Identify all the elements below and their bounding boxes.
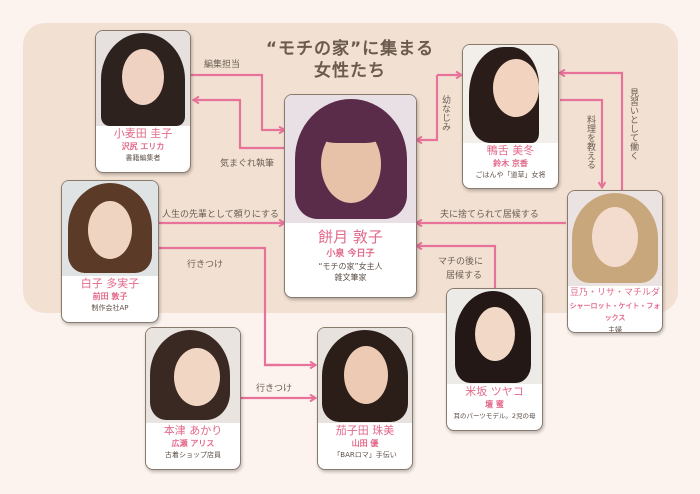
character-desc: 主婦 [608, 326, 622, 333]
character-desc: “モチの家”女主人 [318, 262, 383, 271]
character-desc: 「BARロマ」手伝い [333, 451, 397, 459]
actor-name: 壇 蜜 [485, 400, 504, 409]
relation-label-kimagure: 気まぐれ執筆 [220, 159, 275, 169]
relation-label-otto: 夫に捨てられて居候する [440, 210, 539, 220]
character-card-yonesaka[interactable]: 米坂 ツヤコ 壇 蜜 耳のパーツモデル。2児の母 [446, 288, 543, 431]
role-name: 米坂 ツヤコ [465, 385, 524, 398]
relation-label-minarai: 見習いとして働く [628, 88, 638, 160]
character-desc: 雑文筆家 [334, 273, 367, 282]
relation-label-henshu: 編集担当 [204, 60, 241, 70]
character-desc: 耳のパーツモデル。2児の母 [453, 412, 536, 420]
character-desc: ごはんや「道草」女将 [475, 171, 546, 179]
role-name: 豆乃・リサ・マチルダ [569, 288, 660, 298]
character-desc: 制作会社AP [91, 304, 129, 312]
character-card-nasuda[interactable]: 茄子田 珠美 山田 優 「BARロマ」手伝い [317, 327, 413, 470]
relation-label-ikitsuke-1: 行きつけ [187, 260, 224, 270]
character-card-mochizuki[interactable]: 餅月 敦子 小泉 今日子 “モチの家”女主人 雑文筆家 [284, 94, 417, 298]
role-name: 茄子田 珠美 [335, 424, 395, 437]
character-card-shirako[interactable]: 白子 多実子 前田 敦子 制作会社AP [61, 180, 159, 323]
character-card-komugida[interactable]: 小麦田 圭子 沢尻 エリカ 書籍編集者 [95, 30, 191, 173]
role-name: 小麦田 圭子 [113, 127, 173, 140]
character-desc: 古着ショップ店員 [165, 451, 221, 459]
diagram-title: “モチの家”に集まる 女性たち [265, 39, 435, 81]
actor-name: 広瀬 アリス [171, 439, 215, 448]
character-card-kamonoshita[interactable]: 鴨舌 美冬 鈴木 京香 ごはんや「道草」女将 [462, 44, 559, 189]
portrait-photo [146, 328, 240, 423]
relation-label-ryouri: 料理を教える [585, 115, 595, 169]
character-card-motsu[interactable]: 本津 あかり 広瀬 アリス 古着ショップ店員 [145, 327, 241, 470]
relation-label-machi-2: 居候する [446, 271, 483, 281]
portrait-photo [568, 191, 662, 286]
role-name: 白子 多実子 [80, 277, 140, 290]
character-card-mameno[interactable]: 豆乃・リサ・マチルダ シャーロット・ケイト・フォックス 主婦 [567, 190, 663, 333]
portrait-photo [62, 181, 158, 276]
portrait-photo [447, 289, 542, 384]
character-desc: 書籍編集者 [125, 154, 161, 162]
actor-name: 沢尻 エリカ [121, 142, 165, 151]
actor-name: 山田 優 [351, 439, 379, 448]
actor-name: 鈴木 京香 [493, 159, 528, 168]
portrait-photo [463, 45, 558, 143]
role-name: 鴨舌 美冬 [486, 144, 535, 157]
relation-label-jinsei: 人生の先輩として頼りにする [162, 210, 279, 220]
relation-label-ikitsuke-2: 行きつけ [256, 384, 293, 394]
actor-name: 前田 敦子 [92, 292, 128, 301]
portrait-photo [96, 31, 190, 126]
actor-name: シャーロット・ケイト・フォックス [569, 302, 661, 322]
role-name: 本津 あかり [163, 424, 223, 437]
role-name: 餅月 敦子 [318, 228, 383, 246]
relation-label-machi-1: マチの後に [438, 257, 484, 267]
relation-label-osananajimi: 幼なじみ [440, 95, 450, 131]
portrait-photo [318, 328, 412, 423]
actor-name: 小泉 今日子 [326, 249, 375, 259]
portrait-photo [285, 95, 416, 223]
